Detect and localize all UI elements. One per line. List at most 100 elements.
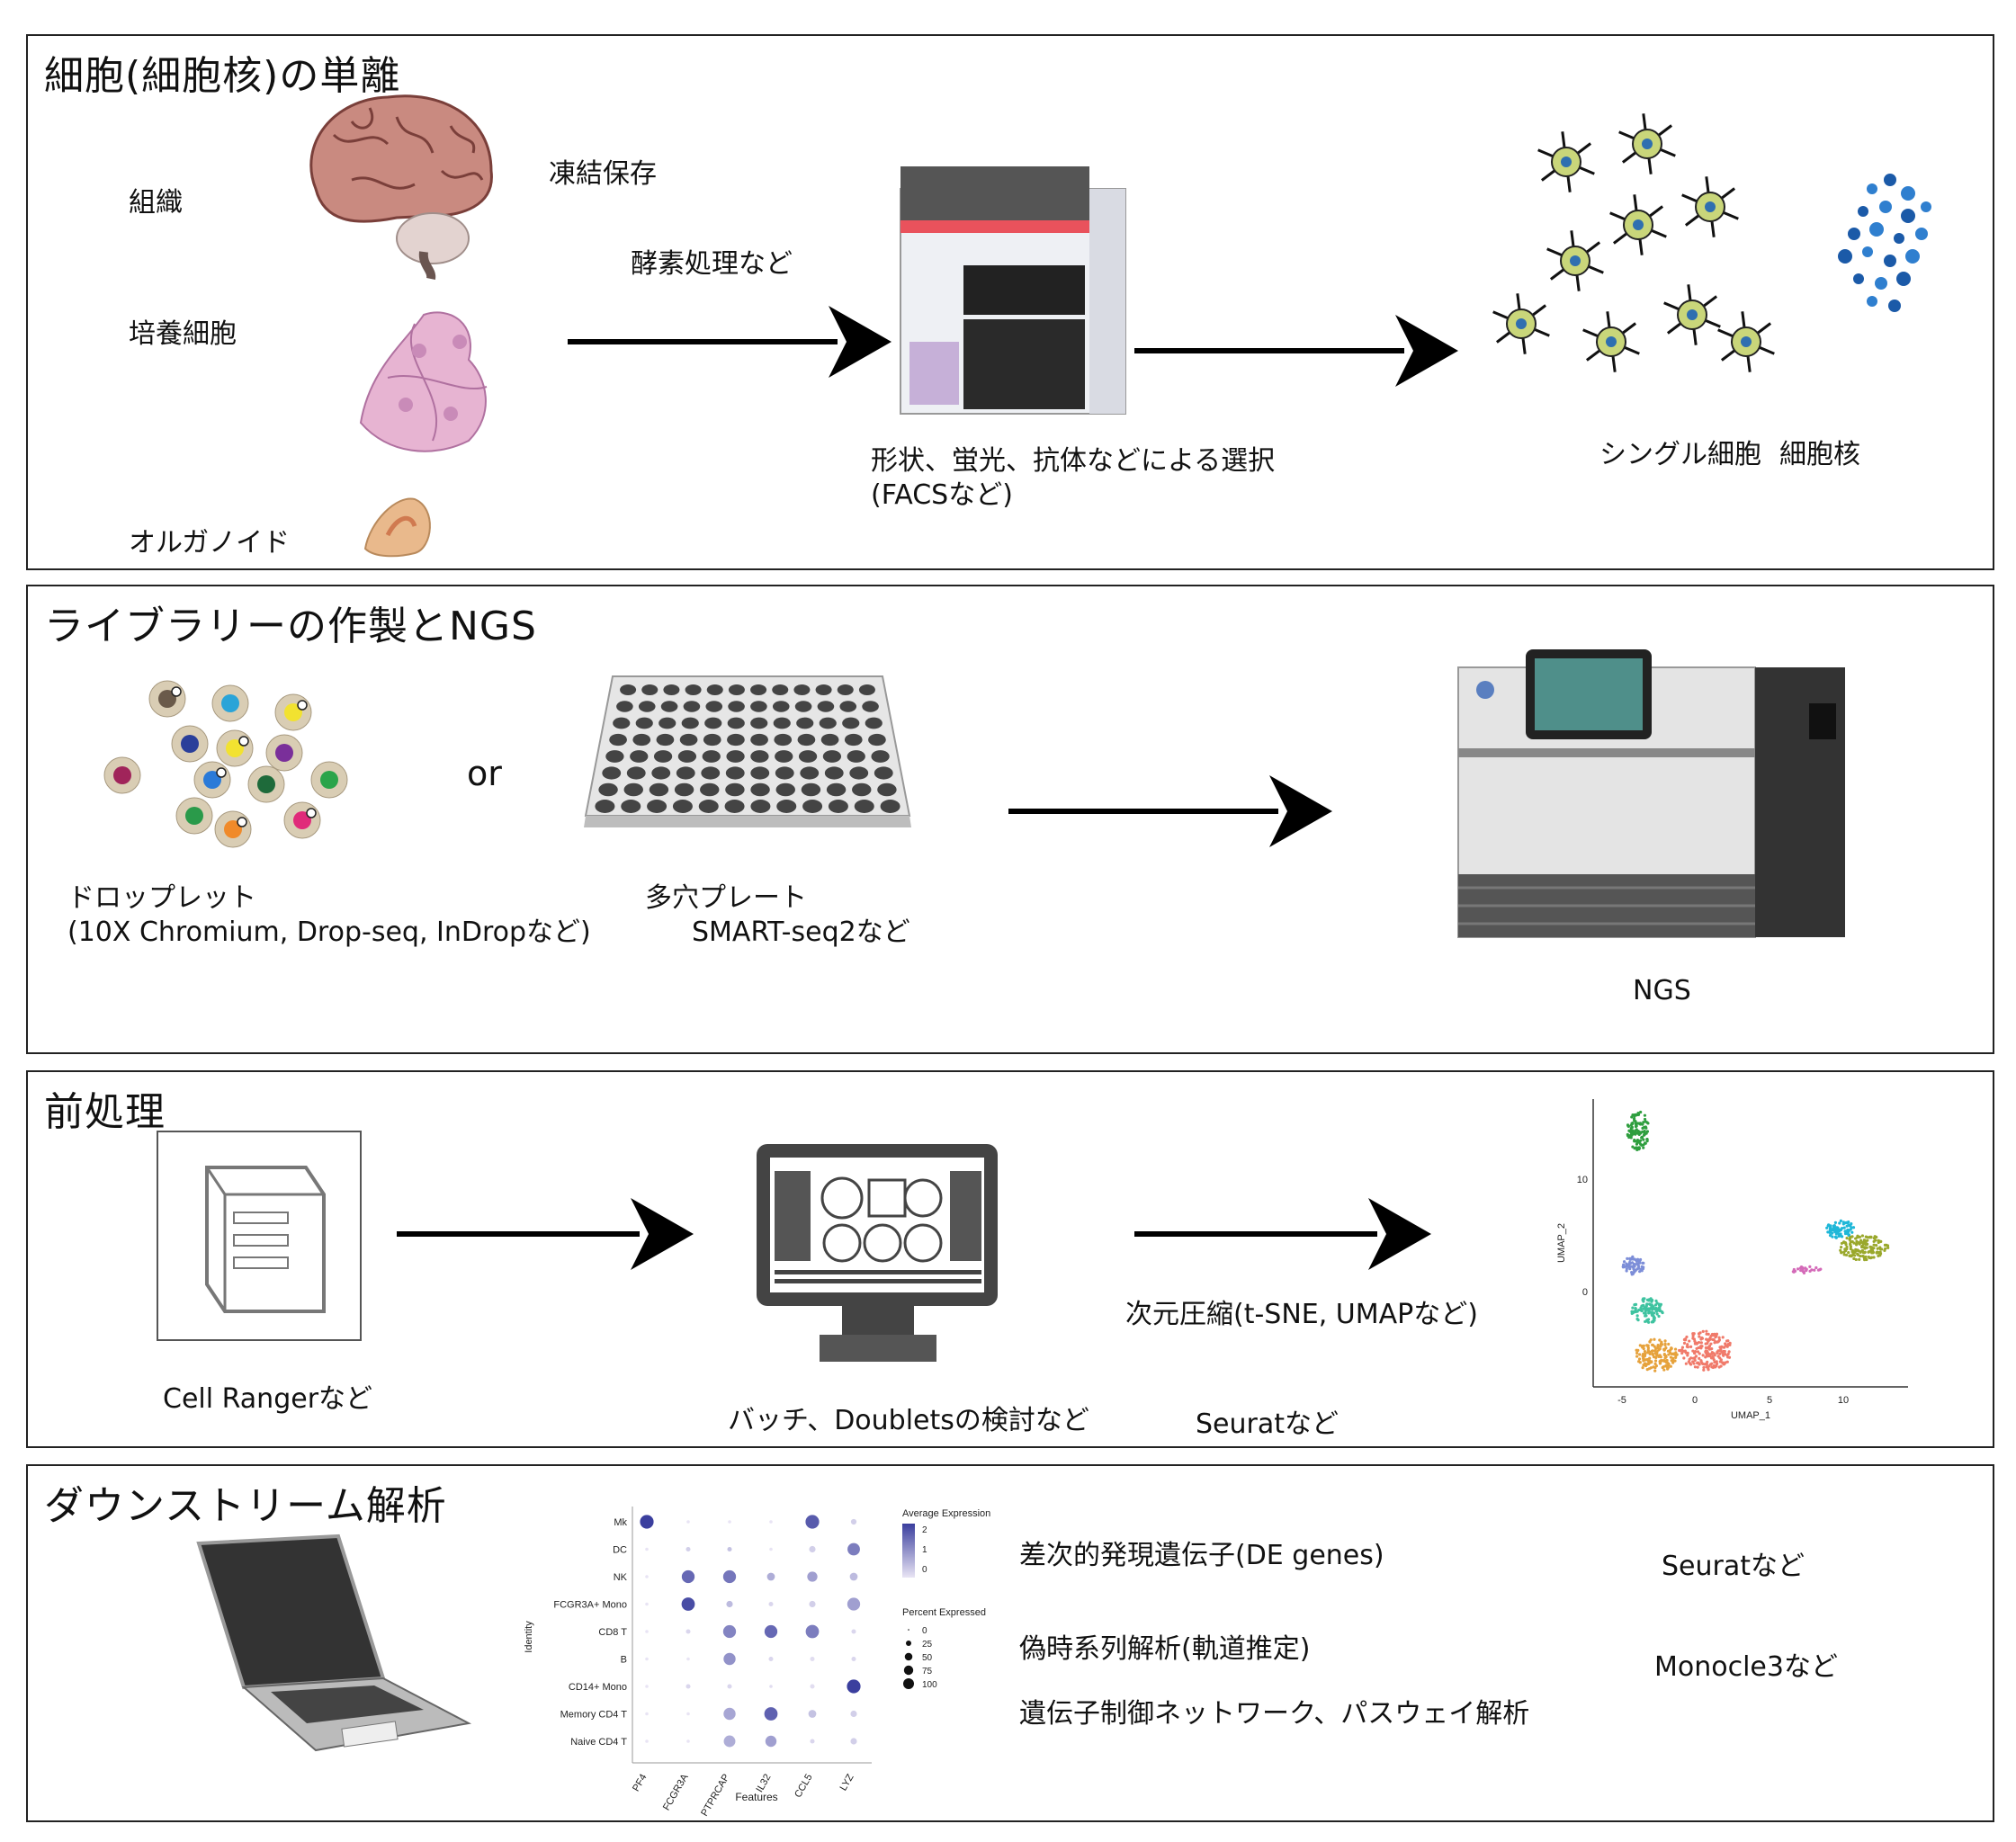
dotplot-dot xyxy=(766,1572,775,1581)
dotplot-dot xyxy=(810,1656,815,1662)
single-cell-label: シングル細胞 xyxy=(1599,439,1761,470)
dotplot-dot xyxy=(768,1656,774,1662)
dotplot-dot xyxy=(686,1739,690,1743)
identity-tick-label: CD8 T xyxy=(598,1627,627,1638)
dotplot-dot xyxy=(765,1735,777,1748)
section-title: 細胞(細胞核)の単離 xyxy=(44,53,401,99)
droplet-label: ドロップレット (10X Chromium, Drop-seq, InDropな… xyxy=(67,881,591,950)
size-legend-dot xyxy=(906,1641,911,1646)
feature-tick-label: LYZ xyxy=(838,1772,856,1793)
umap-xlabel: UMAP_1 xyxy=(1731,1410,1770,1421)
cellranger-label: Cell Rangerなど xyxy=(163,1383,373,1415)
dotplot-dot xyxy=(769,1685,773,1688)
dotplot-dot xyxy=(847,1542,860,1556)
identity-tick-label: NK xyxy=(614,1572,628,1583)
de-genes-label: 差次的発現遺伝子(DE genes) xyxy=(1019,1540,1384,1571)
dotplot-dot xyxy=(727,1546,732,1552)
cultured-cells-label: 培養細胞 xyxy=(129,318,237,350)
arrow-icon xyxy=(397,1198,694,1270)
umap-xtick: 5 xyxy=(1767,1395,1772,1406)
dotplot-dot xyxy=(645,1712,649,1716)
feature-tick-label: PF4 xyxy=(631,1773,649,1793)
identity-tick-label: Naive CD4 T xyxy=(570,1737,627,1748)
section-title: 前処理 xyxy=(44,1089,166,1135)
plate-label-line2: SMART-seq2など xyxy=(692,917,910,948)
umap-ytick: 0 xyxy=(1582,1287,1588,1298)
network-label: 遺伝子制御ネットワーク、パスウェイ解析 xyxy=(1019,1698,1530,1730)
dotplot-dot xyxy=(805,1624,820,1639)
umap-ylabel: UMAP_2 xyxy=(1556,1223,1567,1263)
dotplot-dot xyxy=(808,1710,817,1718)
droplet-label-line2: (10X Chromium, Drop-seq, InDropなど) xyxy=(67,917,591,948)
dotplot-dot xyxy=(764,1624,778,1639)
or-label: or xyxy=(467,754,502,793)
dotplot-dot xyxy=(723,1652,736,1666)
feature-tick-label: PTPRCAP xyxy=(699,1773,731,1819)
dotplot-dot xyxy=(645,1575,649,1578)
section-library-ngs: ライブラリーの作製とNGS or ドロップレット (10X Chromium, … xyxy=(26,585,1994,1054)
arrow-icon xyxy=(1134,315,1458,387)
dotplot-dot xyxy=(809,1600,816,1608)
arrow-icon xyxy=(1134,1198,1431,1270)
dotplot-dot xyxy=(645,1739,649,1743)
dotplot-dot xyxy=(685,1546,691,1552)
nucleus-label: 細胞核 xyxy=(1779,439,1860,470)
laptop-icon xyxy=(196,1534,472,1752)
freeze-label: 凍結保存 xyxy=(549,158,657,190)
arrow-icon xyxy=(1008,775,1332,847)
dotplot-dot xyxy=(810,1739,815,1744)
dotplot-dot xyxy=(769,1547,773,1551)
dotplot-dot xyxy=(681,1569,695,1584)
dotplot-dot xyxy=(645,1602,649,1606)
dotplot-dot xyxy=(768,1601,774,1607)
single-cells-icon xyxy=(1492,113,1775,372)
dotplot-xlabel: Features xyxy=(735,1791,777,1803)
ngs-sequencer-icon xyxy=(1457,649,1845,938)
server-icon xyxy=(157,1131,362,1341)
size-legend-tick: 75 xyxy=(922,1667,933,1677)
feature-tick-label: FCGR3A xyxy=(661,1772,691,1812)
seurat-label: Seuratなど xyxy=(1196,1408,1339,1440)
dotplot-dot xyxy=(850,1518,857,1525)
droplets-icon xyxy=(103,680,348,848)
ngs-label: NGS xyxy=(1633,975,1691,1006)
dotplot-dot xyxy=(722,1624,737,1639)
section-isolation: 細胞(細胞核)の単離 組織 培養細胞 オルガノイド 凍結保存 酵素処理など 形状… xyxy=(26,34,1994,570)
dotplot-dot xyxy=(851,1656,856,1662)
plate-label-line1: 多穴プレート xyxy=(645,882,807,914)
umap-ytick: 10 xyxy=(1577,1175,1588,1185)
size-legend-tick: 25 xyxy=(922,1640,933,1650)
dotplot-dot xyxy=(849,1572,858,1581)
dotplot-dot xyxy=(722,1569,737,1584)
identity-tick-label: Memory CD4 T xyxy=(560,1710,628,1721)
dotplot-dot xyxy=(850,1710,857,1718)
arrow-icon xyxy=(568,306,892,378)
expression-colorbar xyxy=(902,1524,915,1578)
dotplot-ylabel: Identity xyxy=(524,1621,534,1653)
section-downstream: ダウンストリーム解析 差次的発現遺伝子(DE genes) 偽時系列解析(軌道推… xyxy=(26,1464,1994,1822)
section-title: ダウンストリーム解析 xyxy=(44,1483,447,1529)
droplet-label-line1: ドロップレット xyxy=(67,882,256,914)
dotplot-dot xyxy=(645,1685,649,1688)
dotplot-dot xyxy=(810,1684,815,1689)
dotplot-dot xyxy=(727,1684,732,1689)
dotplot-dot xyxy=(723,1707,736,1721)
umap-plot: -5 0 5 10 10 0 UMAP_1 UMAP_2 xyxy=(1556,1099,1908,1421)
umap-xtick: -5 xyxy=(1617,1395,1626,1406)
size-legend-dot xyxy=(908,1629,909,1631)
dotplot-dot xyxy=(685,1629,691,1634)
dotplot-dot xyxy=(769,1520,773,1524)
size-legend-dot xyxy=(904,1652,913,1661)
size-legend-dot xyxy=(903,1665,914,1676)
facs-machine-icon xyxy=(900,166,1126,415)
size-legend-title: Percent Expressed xyxy=(902,1607,986,1618)
sort-label-line2: (FACSなど) xyxy=(871,479,1013,511)
dotplot-dot xyxy=(850,1738,857,1745)
dotplot-dot xyxy=(728,1520,731,1524)
section-preprocessing: 前処理 Cell Rangerなど バッチ、Doubletsの検討など 次元圧縮… xyxy=(26,1070,1994,1448)
umap-xtick: 10 xyxy=(1838,1395,1849,1406)
identity-tick-label: CD14+ Mono xyxy=(569,1682,627,1693)
size-legend-tick: 50 xyxy=(922,1653,933,1663)
monocle-label: Monocle3など xyxy=(1654,1651,1838,1683)
